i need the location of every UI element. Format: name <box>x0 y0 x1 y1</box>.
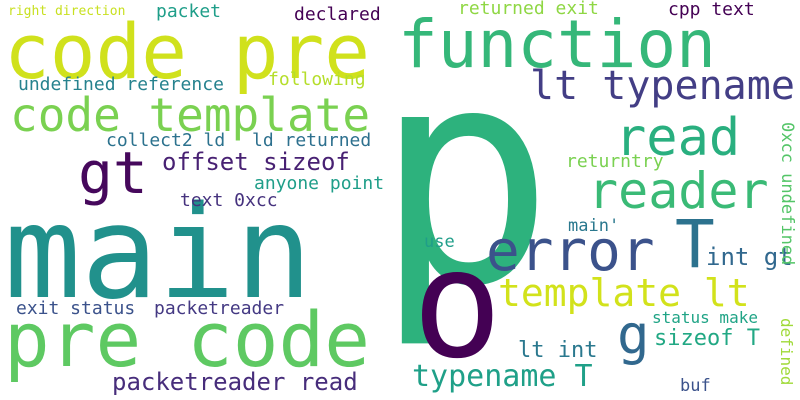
word-lt-typename: lt typename <box>530 63 795 109</box>
word-int-gt: int gt <box>706 243 793 271</box>
word-T: T <box>675 206 715 283</box>
word-error: error <box>486 219 655 284</box>
word-cpp-text: cpp text <box>668 0 755 20</box>
word-o: o <box>412 218 503 392</box>
word-collect2-ld: collect2 ld <box>106 130 226 151</box>
word-declared: declared <box>294 4 381 25</box>
word-undefined-reference: undefined reference <box>18 74 224 95</box>
word-packet: packet <box>156 1 222 22</box>
word-0xcc-undefined: 0xcc undefined <box>777 122 797 266</box>
word-returntry: returntry <box>566 151 664 172</box>
word-packetreader: packetreader <box>154 298 285 319</box>
word-anyone-point: anyone point <box>254 173 385 194</box>
word-main: main <box>4 179 313 328</box>
word-read: read <box>615 108 741 168</box>
word-use: use <box>424 232 455 252</box>
word-code-template: code template <box>10 88 371 142</box>
word-typename-T: typename T <box>412 359 593 394</box>
word-ld-returned: ld returned <box>252 130 372 151</box>
word-right-direction: right direction <box>8 4 126 19</box>
word-lt-int: lt int <box>518 338 598 363</box>
word-code-pre: code pre <box>4 7 371 96</box>
word-template-lt: template lt <box>498 271 750 315</box>
word-reader: reader <box>588 162 769 220</box>
word-function: function <box>398 6 716 83</box>
word-status-make: status make <box>652 308 758 327</box>
word-packetreader-read: packetreader read <box>112 368 358 396</box>
word-following: following <box>268 69 366 90</box>
word-returned-exit: returned exit <box>458 0 599 19</box>
word-p: p <box>374 3 555 352</box>
word-g: g <box>617 303 650 366</box>
word-gt: gt <box>78 139 148 207</box>
word-sizeof-T: sizeof T <box>654 326 760 351</box>
word-offset-sizeof: offset sizeof <box>162 148 350 176</box>
word-main-quote: main' <box>568 216 620 236</box>
word-defined: defined <box>777 318 796 386</box>
word-pre-code: pre code <box>4 295 371 384</box>
word-buf: buf <box>680 376 711 396</box>
word-text-0xcc: text 0xcc <box>180 190 278 211</box>
word-exit-status: exit status <box>16 298 136 319</box>
